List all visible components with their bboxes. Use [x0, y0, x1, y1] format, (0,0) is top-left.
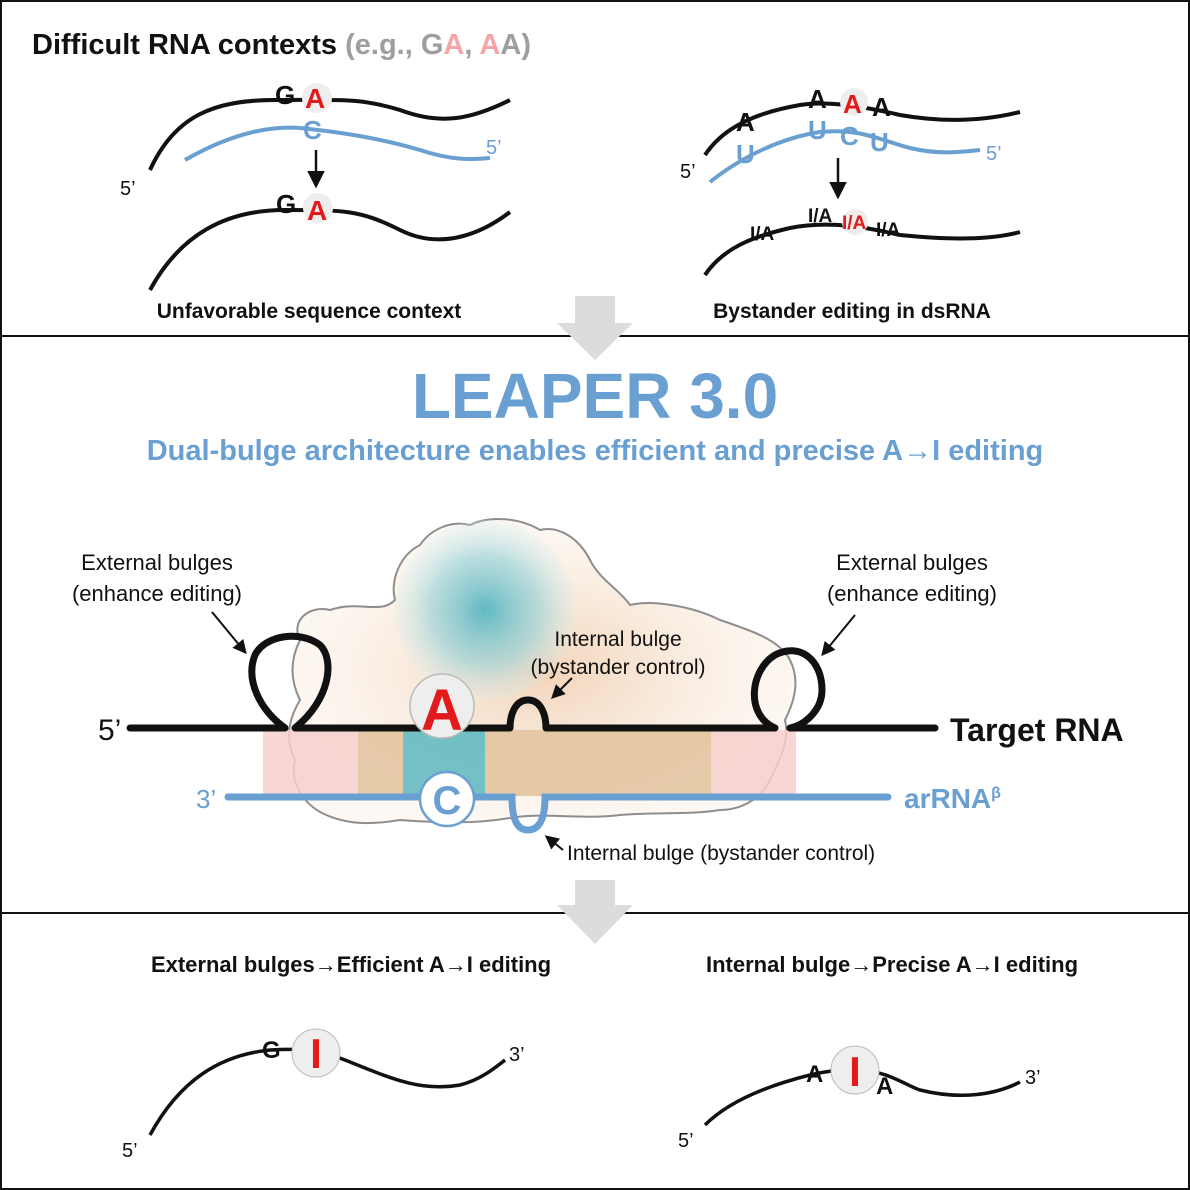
guide-c-circle	[418, 770, 476, 828]
guide-3prime: 3’	[196, 784, 216, 814]
bottom-nuc-g: G	[262, 1037, 281, 1064]
bottom-right-3prime: 3’	[1025, 1067, 1041, 1089]
band-tan-right	[485, 730, 711, 796]
nuc-a-after: A	[307, 195, 327, 226]
nuc-g-after: G	[276, 189, 296, 219]
ds-guide-strand	[708, 129, 981, 184]
bottom-nuc-i-left: I	[310, 1030, 322, 1077]
highlight-circle-a	[302, 83, 332, 113]
int-bulge-bottom-label: Internal bulge (bystander control)	[567, 842, 875, 865]
label-5prime-target: 5’	[120, 178, 136, 200]
ds-target-nuc-1: A	[736, 107, 755, 137]
bottom-nuc-a-left: A	[806, 1061, 823, 1088]
ext-bulge-right-label-1: External bulges	[836, 550, 988, 575]
label-5prime-guide: 5’	[486, 137, 502, 159]
nuc-c: C	[303, 115, 322, 145]
int-bulge-top-label-1: Internal bulge	[554, 628, 681, 651]
ds-target-nuc-3: A	[843, 89, 862, 119]
inosine-circle-left	[291, 1028, 341, 1078]
ext-bulge-left-pointer	[211, 611, 247, 655]
target-a: A	[421, 678, 463, 743]
bottom-right-5prime: 5’	[678, 1130, 694, 1152]
caption-unfavorable: Unfavorable sequence context	[157, 300, 462, 323]
ds-guide-nuc-1: U	[736, 139, 755, 169]
arrna-strand	[224, 793, 892, 834]
precise-editing-diagram: A I A 5’ 3’	[678, 1045, 1041, 1152]
bottom-left-heading: External bulges→Efficient A→I editing	[151, 952, 551, 977]
unfavorable-context-diagram: 5’ 5’ G A C G A Unfavorable sequence con…	[120, 80, 512, 323]
efficient-editing-diagram: G I 5’ 3’	[122, 1028, 525, 1162]
target-rna-strand	[126, 632, 939, 732]
leaper-title: LEAPER 3.0	[412, 360, 778, 432]
flow-arrow-bottom	[557, 880, 633, 944]
ds-label-5prime-target: 5’	[680, 161, 696, 183]
guide-strand	[184, 125, 491, 162]
ext-bulge-right-pointer	[821, 614, 856, 657]
ds-guide-nuc-3: C	[840, 121, 859, 151]
edited-strand-left	[148, 1047, 507, 1136]
ds-edited-nuc-2: I/A	[808, 206, 833, 227]
band-pink-left	[263, 730, 358, 796]
target-strand-after	[148, 207, 512, 291]
int-bulge-top-pointer	[551, 677, 573, 699]
target-a-circle	[409, 673, 475, 739]
guide-c: C	[433, 779, 462, 823]
bottom-nuc-a-right: A	[876, 1073, 893, 1100]
ds-edited-highlight	[842, 209, 868, 235]
leaper-diagram: A C 5’ 3’ Target RNA arRNAβ External bul…	[72, 518, 1124, 865]
ds-edited-nuc-4: I/A	[876, 220, 901, 241]
protein-domain-teal	[395, 520, 575, 700]
leaper-subtitle: Dual-bulge architecture enables efficien…	[147, 435, 1044, 467]
bottom-nuc-i-right: I	[849, 1048, 861, 1095]
ds-guide-nuc-2: U	[808, 115, 827, 145]
band-pink-right	[711, 730, 796, 796]
ds-label-5prime-guide: 5’	[986, 143, 1002, 165]
nuc-a: A	[305, 83, 325, 114]
target-strand-before	[148, 97, 511, 171]
ds-edited-nuc-1: I/A	[750, 224, 775, 245]
ds-highlight-a	[840, 88, 868, 116]
caption-bystander: Bystander editing in dsRNA	[713, 300, 991, 323]
bottom-right-heading: Internal bulge→Precise A→I editing	[706, 952, 1078, 977]
ext-bulge-left-label-1: External bulges	[81, 550, 233, 575]
highlight-circle-a-after	[303, 193, 333, 223]
nuc-g: G	[275, 80, 295, 110]
ds-target-nuc-4: A	[872, 92, 891, 122]
band-tan-left	[358, 730, 403, 796]
target-5prime: 5’	[98, 714, 121, 747]
bottom-left-3prime: 3’	[509, 1044, 525, 1066]
inosine-circle-right	[830, 1045, 880, 1095]
ds-guide-nuc-4: U	[870, 127, 889, 157]
bystander-editing-diagram: 5’ 5’ A A A A U U C U I/A I/A I/A I/A By…	[680, 84, 1021, 323]
ext-bulge-left-label-2: (enhance editing)	[72, 581, 242, 606]
int-bulge-bottom-pointer	[544, 835, 564, 851]
target-rna-label: Target RNA	[950, 712, 1124, 748]
flow-arrow-top	[557, 296, 633, 360]
bottom-left-5prime: 5’	[122, 1140, 138, 1162]
arrna-label: arRNAβ	[904, 783, 1001, 814]
top-title: Difficult RNA contexts (e.g., GA, AA)	[32, 29, 531, 61]
ds-target-nuc-2: A	[808, 84, 827, 114]
ext-bulge-right-label-2: (enhance editing)	[827, 581, 997, 606]
int-bulge-top-label-2: (bystander control)	[530, 656, 705, 679]
ds-edited-nuc-3: I/A	[842, 213, 867, 234]
